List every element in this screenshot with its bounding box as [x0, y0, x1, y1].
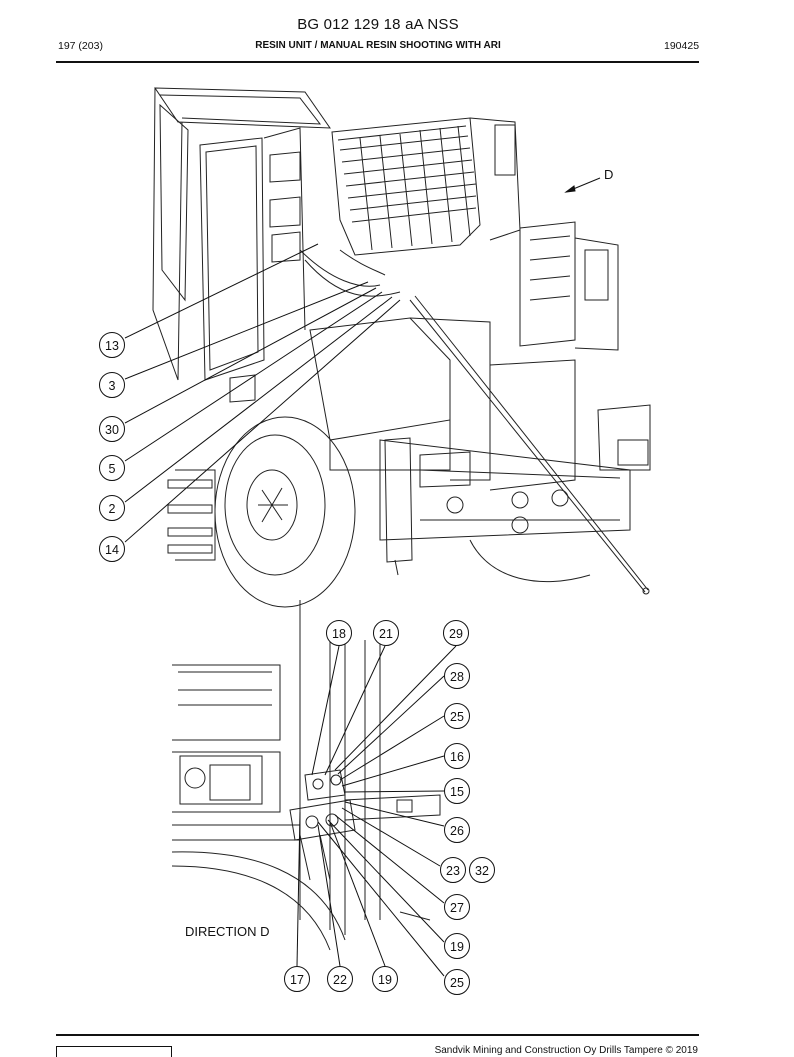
cabin-drawing [152, 87, 651, 608]
callout-balloon: 5 [99, 455, 125, 481]
footer-copyright: Sandvik Mining and Construction Oy Drill… [434, 1045, 698, 1056]
view-label-d: D [604, 167, 614, 182]
callout-balloon: 29 [443, 620, 469, 646]
callout-balloon: 17 [284, 966, 310, 992]
callout-balloon: 27 [444, 894, 470, 920]
callout-balloon: 14 [99, 536, 125, 562]
top-leaders [124, 177, 601, 543]
detail-leaders [296, 645, 457, 977]
callout-balloon: 2 [99, 495, 125, 521]
callout-balloon: 21 [373, 620, 399, 646]
footer-logo [56, 1046, 172, 1057]
section-title: RESIN UNIT / MANUAL RESIN SHOOTING WITH … [255, 40, 501, 51]
callout-balloon: 28 [444, 663, 470, 689]
document-title: BG 012 129 18 aA NSS [297, 16, 459, 33]
callout-balloon: 3 [99, 372, 125, 398]
callout-balloon: 19 [444, 933, 470, 959]
footer-rule [56, 1034, 699, 1036]
callout-balloon: 19 [372, 966, 398, 992]
callout-balloon: 16 [444, 743, 470, 769]
date-code: 190425 [664, 40, 700, 52]
callout-balloon: 23 [440, 857, 466, 883]
callout-balloon: 18 [326, 620, 352, 646]
callout-balloon: 32 [469, 857, 495, 883]
callout-balloon: 15 [444, 778, 470, 804]
detail-d-drawing [171, 600, 441, 951]
view-label-direction-d: DIRECTION D [185, 924, 270, 939]
callout-balloon: 26 [444, 817, 470, 843]
header-rule [56, 61, 699, 63]
callout-balloon: 13 [99, 332, 125, 358]
callout-balloon: 25 [444, 969, 470, 995]
callout-balloon: 25 [444, 703, 470, 729]
page-number: 197 (203) [58, 40, 103, 52]
callout-balloon: 30 [99, 416, 125, 442]
callout-balloon: 22 [327, 966, 353, 992]
